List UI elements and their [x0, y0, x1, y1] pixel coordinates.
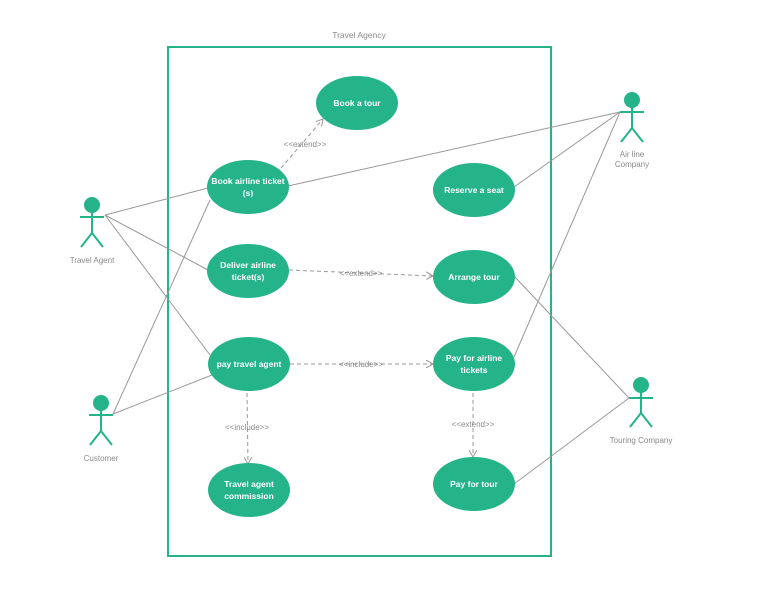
assoc-customer-book-ticket	[112, 199, 211, 415]
label-include-pay-airline: <<include>>	[339, 360, 383, 369]
assoc-agent-pay-agent	[104, 214, 211, 356]
svg-text:Book a tour: Book a tour	[333, 98, 381, 108]
actor-head	[624, 92, 640, 108]
actor-touring-company-label: Touring Company	[610, 436, 673, 445]
svg-text:Arrange tour: Arrange tour	[448, 272, 500, 282]
assoc-airline-pay-airline	[513, 111, 621, 358]
dep-extend-arrange-tour	[288, 269, 433, 276]
dependencies	[247, 119, 473, 464]
usecase-pay-tour[interactable]: Pay for tour	[433, 457, 515, 511]
actor-travel-agent-label: Travel Agent	[70, 256, 115, 265]
associations	[104, 111, 630, 485]
assoc-touring-pay-tour	[513, 397, 630, 485]
actor-head	[84, 197, 100, 213]
actor-head	[633, 377, 649, 393]
svg-text:Book airline ticket(s): Book airline ticket(s)	[211, 176, 284, 198]
usecase-arrange-tour[interactable]: Arrange tour	[433, 250, 515, 304]
svg-text:Pay for tour: Pay for tour	[450, 479, 498, 489]
label-include-commission: <<include>>	[225, 423, 269, 432]
assoc-customer-pay-agent	[112, 374, 213, 415]
dep-include-commission	[247, 392, 248, 464]
usecase-book-tour[interactable]: Book a tour	[316, 76, 398, 130]
usecase-reserve-seat[interactable]: Reserve a seat	[433, 163, 515, 217]
label-extend-pay-tour: <<extend>>	[452, 420, 495, 429]
actor-head	[93, 395, 109, 411]
dep-extend-book-tour	[280, 119, 323, 169]
label-extend-book-tour: <<extend>>	[284, 140, 327, 149]
assoc-agent-book-ticket	[104, 187, 209, 216]
actor-customer-label: Customer	[84, 454, 119, 463]
system-boundary	[167, 46, 552, 557]
actor-customer[interactable]	[89, 395, 113, 446]
assoc-agent-deliver	[104, 214, 209, 271]
svg-text:pay travel agent: pay travel agent	[217, 359, 282, 369]
label-extend-arrange-tour: <<extend>>	[340, 269, 383, 278]
assoc-airline-book-ticket	[287, 111, 621, 187]
actor-travel-agent[interactable]	[80, 197, 104, 248]
system-title: Travel Agency	[332, 30, 386, 40]
actor-airline-company[interactable]	[620, 92, 644, 143]
usecase-pay-travel-agent[interactable]: pay travel agent	[208, 337, 290, 391]
actor-touring-company[interactable]	[629, 377, 653, 428]
svg-text:Reserve a seat: Reserve a seat	[444, 185, 504, 195]
assoc-airline-reserve-seat	[513, 111, 621, 188]
assoc-touring-arrange	[513, 275, 630, 399]
usecase-book-airline-ticket[interactable]: Book airline ticket(s)	[207, 160, 289, 214]
